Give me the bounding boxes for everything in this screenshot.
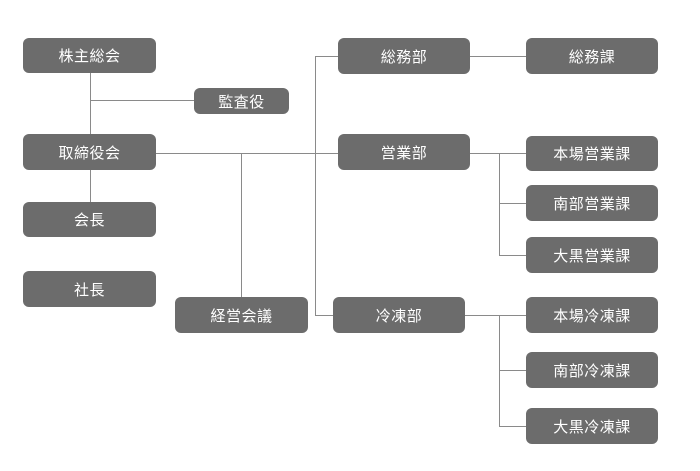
node-general-affairs-section: 総務課: [526, 38, 658, 74]
node-sales-dept: 営業部: [338, 134, 470, 170]
node-sales-hq-section: 本場営業課: [526, 136, 658, 171]
node-president: 社長: [23, 271, 156, 307]
node-management-council: 経営会議: [175, 297, 308, 333]
node-board-of-directors: 取締役会: [23, 134, 156, 170]
node-chairman: 会長: [23, 202, 156, 237]
node-sales-south-section: 南部営業課: [526, 185, 658, 221]
node-frozen-hq-section: 本場冷凍課: [526, 297, 658, 333]
node-sales-ooguro-section: 大黒営業課: [526, 237, 658, 273]
node-frozen-dept: 冷凍部: [333, 297, 465, 333]
node-auditor: 監査役: [194, 88, 289, 114]
node-frozen-south-section: 南部冷凍課: [526, 352, 658, 388]
node-shareholders-meeting: 株主総会: [23, 38, 156, 73]
node-frozen-ooguro-section: 大黒冷凍課: [526, 408, 658, 444]
node-general-affairs-dept: 総務部: [338, 38, 470, 74]
